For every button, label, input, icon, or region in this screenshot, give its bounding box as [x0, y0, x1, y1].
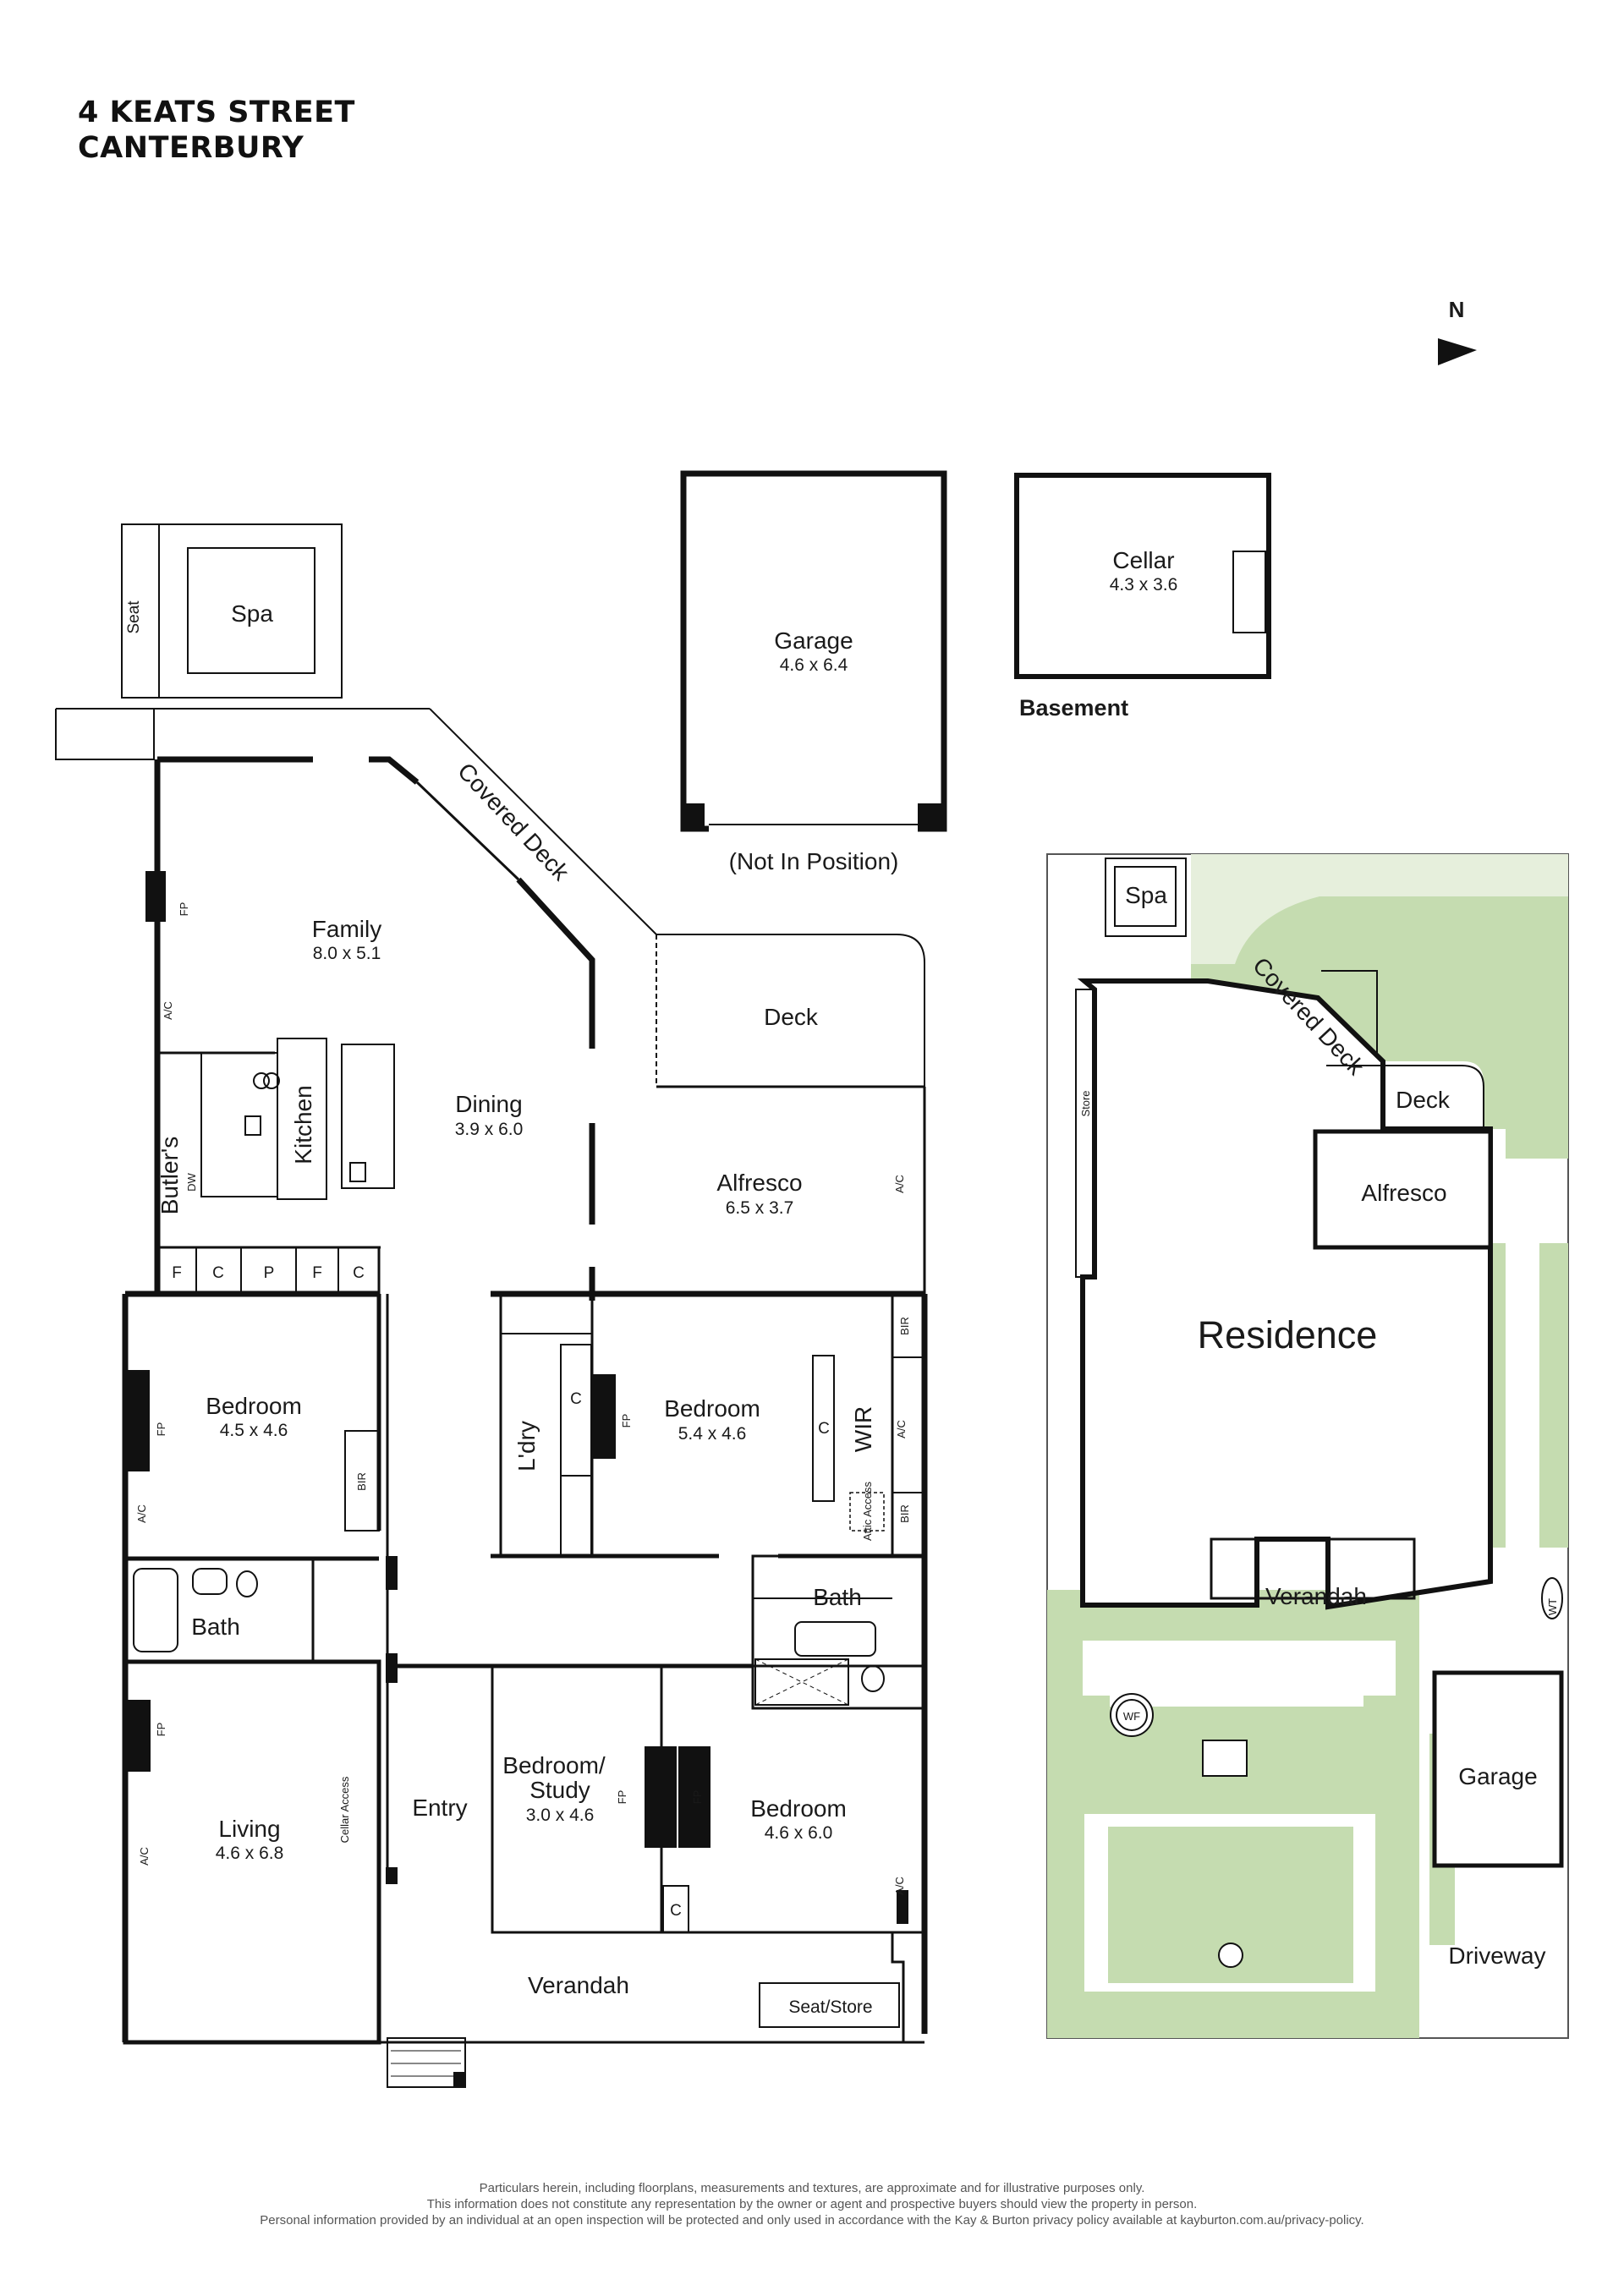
bedroom-main-label: Bedroom — [664, 1395, 760, 1422]
bedroom-study-label-1: Bedroom/ — [502, 1752, 606, 1778]
fp-main: FP — [620, 1414, 633, 1428]
attic-access: Attic Access — [861, 1481, 874, 1541]
bedroom-se-label: Bedroom — [750, 1795, 847, 1822]
site-spa-label: Spa — [1125, 882, 1167, 908]
ac-bedroom-west: A/C — [135, 1504, 148, 1523]
site-deck-label: Deck — [1396, 1087, 1451, 1113]
disclaimer: Particulars herein, including floorplans… — [0, 2180, 1624, 2228]
cellar-label: Cellar — [1112, 547, 1174, 573]
ac-family: A/C — [162, 1001, 174, 1020]
family-label: Family — [312, 916, 381, 942]
compass: N — [1438, 297, 1477, 365]
bedroom-west-label: Bedroom — [206, 1393, 302, 1419]
site-garage-label: Garage — [1458, 1763, 1537, 1789]
compass-label: N — [1449, 297, 1465, 322]
garage-plan: Garage 4.6 x 6.4 (Not In Position) — [680, 470, 947, 874]
cellar-dims: 4.3 x 3.6 — [1110, 575, 1178, 595]
disclaimer-line-2: This information does not constitute any… — [426, 2197, 1198, 2211]
bedroom-se-dims: 4.6 x 6.0 — [765, 1823, 833, 1843]
alfresco-dims: 6.5 x 3.7 — [726, 1198, 794, 1218]
kitchen-label: Kitchen — [290, 1085, 316, 1164]
cellar-access: Cellar Access — [338, 1776, 351, 1843]
basement-label: Basement — [1019, 695, 1128, 721]
garage-dims: 4.6 x 6.4 — [780, 655, 848, 675]
fp-bedroom-west: FP — [155, 1422, 167, 1437]
deck-label: Deck — [764, 1004, 819, 1030]
entry-label: Entry — [412, 1795, 467, 1821]
bedroom-study-dims: 3.0 x 4.6 — [526, 1806, 595, 1825]
site-driveway-label: Driveway — [1448, 1943, 1545, 1969]
verandah-label: Verandah — [528, 1972, 629, 1998]
site-verandah-label: Verandah — [1265, 1583, 1367, 1609]
fp-family: FP — [178, 902, 190, 917]
dw-label: DW — [185, 1172, 198, 1191]
dining-label: Dining — [455, 1091, 522, 1117]
address-suburb: CANTERBURY — [78, 131, 304, 165]
ac-main: A/C — [895, 1420, 908, 1438]
fp-study: FP — [616, 1790, 628, 1805]
c-main: C — [818, 1420, 830, 1438]
covered-deck-label: Covered Deck — [453, 758, 574, 886]
site-alfresco-label: Alfresco — [1361, 1180, 1446, 1206]
ac-living: A/C — [138, 1847, 151, 1866]
site-store-label: Store — [1079, 1090, 1092, 1116]
fp-bedroom-se: FP — [691, 1790, 704, 1805]
f-cupboard-1: F — [172, 1264, 182, 1282]
ac-alfresco: A/C — [893, 1175, 906, 1193]
seat-label: Seat — [125, 600, 143, 634]
laundry-label: L'dry — [513, 1421, 540, 1471]
dining-dims: 3.9 x 6.0 — [455, 1120, 524, 1139]
living-dims: 4.6 x 6.8 — [216, 1844, 284, 1863]
fireplaces — [124, 871, 908, 2087]
wir-label: WIR — [850, 1406, 876, 1452]
bedroom-study-label-2: Study — [529, 1777, 590, 1803]
alfresco-label: Alfresco — [716, 1170, 802, 1196]
property-address: 4 KEATS STREET CANTERBURY — [78, 95, 355, 166]
address-street: 4 KEATS STREET — [78, 96, 355, 129]
site-wf-label: WF — [1123, 1710, 1140, 1723]
living-label: Living — [218, 1816, 280, 1842]
disclaimer-line-1: Particulars herein, including floorplans… — [479, 2181, 1145, 2195]
p-cupboard: P — [264, 1264, 275, 1282]
bir-west: BIR — [355, 1472, 368, 1491]
main-floor-plan — [55, 523, 928, 2088]
c-cupboard-1: C — [212, 1264, 224, 1282]
fp-living: FP — [155, 1723, 167, 1737]
bedroom-main-dims: 5.4 x 4.6 — [678, 1424, 747, 1444]
ac-bedroom-se: A/C — [893, 1877, 906, 1895]
garage-label: Garage — [774, 627, 853, 654]
site-wt-label: WT — [1546, 1598, 1559, 1615]
bir-main-1: BIR — [898, 1317, 911, 1335]
spa-surround — [121, 523, 343, 699]
fixture-labels: FP A/C DW F C P F C FP A/C BIR C FP C BI… — [135, 902, 911, 1920]
cellar-plan: Cellar 4.3 x 3.6 Basement — [1014, 473, 1271, 721]
disclaimer-line-3: Personal information provided by an indi… — [260, 2213, 1364, 2228]
bath-west-label: Bath — [191, 1614, 240, 1640]
butlers-label: Butler's — [156, 1137, 183, 1215]
spa-tub — [187, 547, 315, 674]
site-plan: Spa Covered Deck Deck Alfresco Residence… — [1046, 853, 1569, 2039]
garage-note: (Not In Position) — [729, 848, 899, 874]
c-study: C — [670, 1902, 682, 1920]
bedroom-west-dims: 4.5 x 4.6 — [220, 1421, 288, 1440]
north-arrow-icon — [1438, 338, 1477, 365]
c-cupboard-2: C — [353, 1264, 365, 1282]
c-laundry: C — [570, 1390, 582, 1408]
bir-main-2: BIR — [898, 1504, 911, 1523]
f-cupboard-2: F — [312, 1264, 322, 1282]
spa-label: Spa — [231, 600, 273, 627]
bath-east-label: Bath — [813, 1584, 862, 1610]
seat-store-label: Seat/Store — [788, 1997, 872, 2017]
site-residence-label: Residence — [1198, 1313, 1378, 1356]
family-dims: 8.0 x 5.1 — [313, 944, 381, 963]
